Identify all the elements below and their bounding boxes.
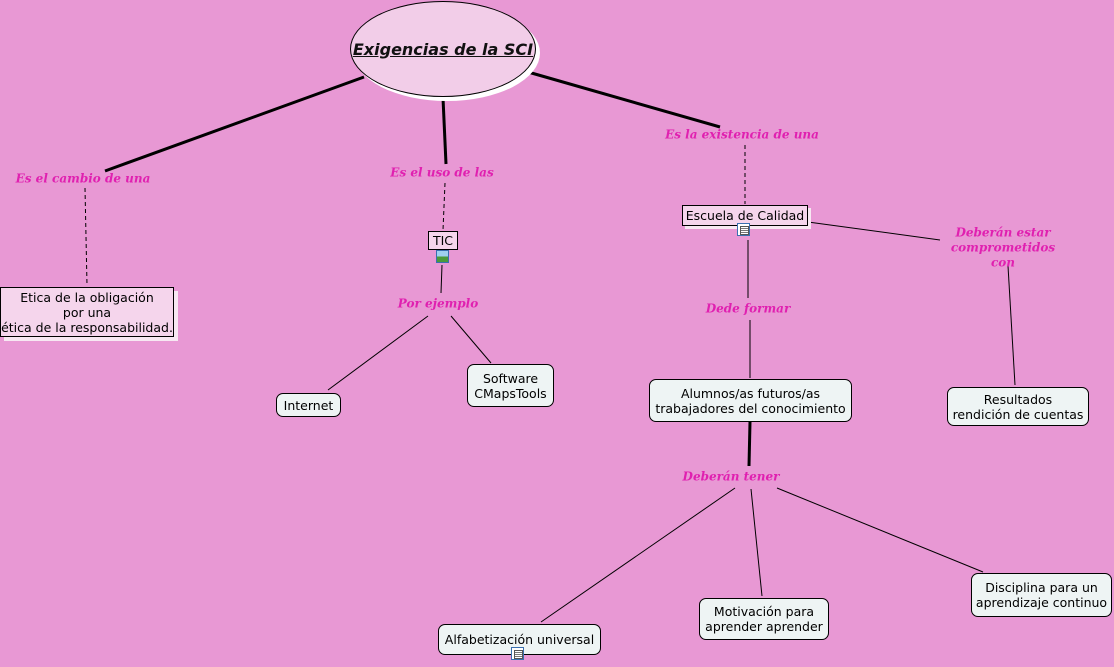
concept-tic[interactable]: TIC <box>428 231 458 250</box>
concept-escuela[interactable]: Escuela de Calidad <box>682 205 808 226</box>
connector <box>84 187 88 286</box>
connector <box>807 221 941 241</box>
document-icon[interactable] <box>737 223 750 236</box>
concept-resultados[interactable]: Resultados rendición de cuentas <box>947 387 1089 426</box>
connector <box>104 75 365 173</box>
document-icon[interactable] <box>511 647 524 660</box>
concept-disciplina[interactable]: Disciplina para un aprendizaje continuo <box>971 573 1112 617</box>
connector <box>440 264 443 294</box>
root-concept-label: Exigencias de la SCI <box>352 39 534 59</box>
link-label-tener[interactable]: Deberán tener <box>682 469 780 484</box>
connector <box>540 487 736 623</box>
link-label-existencia[interactable]: Es la existencia de una <box>665 127 819 142</box>
connector <box>750 488 763 597</box>
connector <box>1007 265 1016 386</box>
concept-alumnos[interactable]: Alumnos/as futuros/as trabajadores del c… <box>649 379 852 422</box>
connector <box>442 182 446 231</box>
connector <box>747 421 752 467</box>
link-label-formar[interactable]: Dede formar <box>705 301 791 316</box>
connector <box>327 315 429 391</box>
connector <box>527 70 721 129</box>
link-label-ejemplo[interactable]: Por ejemplo <box>397 296 479 311</box>
concept-internet[interactable]: Internet <box>276 393 341 417</box>
root-concept[interactable]: Exigencias de la SCI <box>350 1 536 97</box>
connector <box>776 487 984 573</box>
link-label-comprometidos[interactable]: Deberán estar comprometidos con <box>950 225 1056 270</box>
concept-motivacion[interactable]: Motivación para aprender aprender <box>699 598 829 640</box>
connector <box>441 97 448 165</box>
concept-software[interactable]: Software CMapsTools <box>467 364 554 407</box>
link-label-cambio[interactable]: Es el cambio de una <box>15 171 151 186</box>
link-label-uso[interactable]: Es el uso de las <box>390 165 494 180</box>
connector <box>450 315 492 364</box>
image-icon[interactable] <box>436 250 449 263</box>
concept-etica[interactable]: Etica de la obligación por una ética de … <box>0 287 174 337</box>
